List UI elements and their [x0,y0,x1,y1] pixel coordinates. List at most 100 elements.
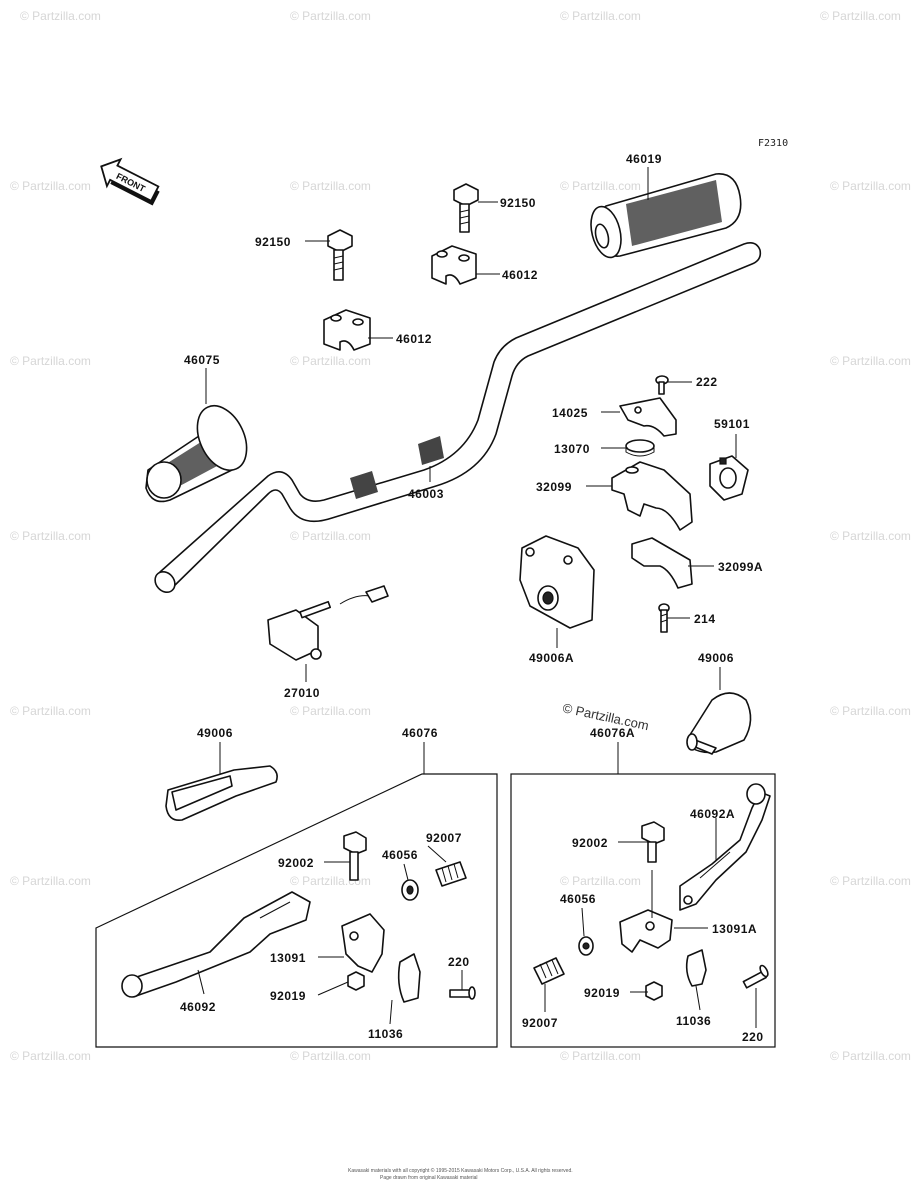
watermark: © Partzilla.com [10,1049,91,1063]
part-labels: 46019 92150 92150 46012 46012 46075 222 … [180,152,764,1044]
clamp-46012-lower [323,309,371,351]
part-label: 92002 [572,836,608,850]
part-label: 32099A [718,560,763,574]
front-arrow-icon: FRONT [100,157,160,206]
watermark: © Partzilla.com [290,529,371,543]
part-label: 92019 [584,986,620,1000]
part-label: 46056 [560,892,596,906]
part-label: 46075 [184,353,220,367]
part-label: 46076A [590,726,635,740]
watermark: © Partzilla.com [560,874,641,888]
watermark: © Partzilla.com [820,9,901,23]
part-label: 92007 [522,1016,558,1030]
part-label: 220 [448,955,470,969]
part-label: 11036 [676,1014,711,1028]
watermark: © Partzilla.com [10,704,91,718]
watermark: © Partzilla.com [10,179,91,193]
part-label: 14025 [552,406,588,420]
ring-13070 [625,439,655,457]
watermark: © Partzilla.com [830,1049,911,1063]
part-label: 46092 [180,1000,216,1014]
part-label: 46019 [626,152,662,166]
housing-32099A [631,537,693,589]
adjuster-92007-left [435,861,467,887]
part-label: 214 [694,612,716,626]
watermark: © Partzilla.com [560,179,641,193]
watermark: © Partzilla.com [290,9,371,23]
lever-46092 [121,891,311,998]
watermark: © Partzilla.com [10,529,91,543]
watermark: © Partzilla.com [20,9,101,23]
cover-14025 [619,397,677,437]
part-label: 46076 [402,726,438,740]
collar-46056-right [578,936,594,956]
collar-46056-left [401,879,419,901]
watermark: © Partzilla.com [10,354,91,368]
bracket-13091 [341,913,385,973]
leader-lines [197,167,757,1028]
watermark: © Partzilla.com [830,874,911,888]
bolt-220-left [449,986,476,1000]
part-label: 46012 [502,268,538,282]
part-label: 59101 [714,417,750,431]
watermark: © Partzilla.com [560,9,641,23]
screw-214 [658,603,670,633]
part-label: 92007 [426,831,462,845]
bracket-13091A [619,909,673,953]
clamp-46012-upper [431,245,477,285]
lever-guard-49006-left [165,765,278,822]
pulley-59101 [709,455,749,501]
part-label: 27010 [284,686,320,700]
watermark: © Partzilla.com [290,179,371,193]
part-label: 92002 [278,856,314,870]
bolt-92150-a [327,229,353,281]
part-label: 11036 [368,1027,403,1041]
part-label: 46003 [408,487,444,501]
part-label: 92019 [270,989,306,1003]
holder-11036-left [397,953,421,1003]
copyright-footer: Kawasaki materials with all copyright © … [348,1167,573,1174]
part-label: 13070 [554,442,590,456]
watermark: © Partzilla.com [290,354,371,368]
watermark: © Partzilla.com [830,179,911,193]
watermark: © Partzilla.com [290,1049,371,1063]
watermark: © Partzilla.com [10,874,91,888]
part-label: 220 [742,1030,764,1044]
housing-32099 [611,461,693,531]
lever-46092A [679,783,771,911]
watermark: © Partzilla.com [830,529,911,543]
kill-switch-27010 [267,585,389,661]
watermark: © Partzilla.com [290,704,371,718]
bolt-92150-b [453,183,479,233]
assembly-box-46076A [510,773,776,1048]
screw-222 [655,375,669,395]
lever-guard-49006-right [686,692,752,755]
nut-92019-left [347,971,365,991]
bolt-92002-right [641,821,665,863]
part-label: 49006 [698,651,734,665]
bolt-220-right [742,964,769,989]
part-label: 46092A [690,807,735,821]
holder-11036-right [685,949,707,987]
right-grip [590,173,742,259]
part-label: 49006A [529,651,574,665]
watermark: © Partzilla.com [830,704,911,718]
watermark: © Partzilla.com [830,354,911,368]
part-label: 46056 [382,848,418,862]
adjuster-92007-right [533,957,565,985]
assembly-box-46076 [95,773,498,1048]
figure-code: F2310 [758,138,788,149]
part-label: 222 [696,375,718,389]
nut-92019-right [645,981,663,1001]
watermark: © Partzilla.com [560,1049,641,1063]
watermark-layer: © Partzilla.com © Partzilla.com © Partzi… [10,9,911,1063]
bolt-92002-left [343,831,367,881]
handlebar [154,242,762,594]
part-label: 92150 [500,196,536,210]
part-label: 32099 [536,480,572,494]
part-label: 49006 [197,726,233,740]
part-label: 13091A [712,922,757,936]
part-label: 46012 [396,332,432,346]
left-grip [145,405,248,503]
